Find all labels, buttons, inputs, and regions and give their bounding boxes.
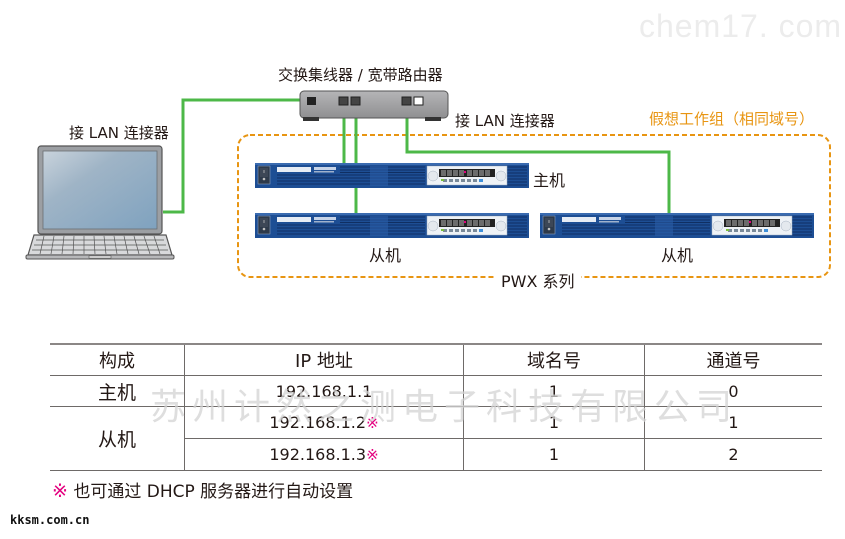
series-label: PWX 系列 — [495, 268, 581, 292]
ip-value: 192.168.1.1 — [275, 381, 373, 401]
cell-ip: 192.168.1.1 — [184, 375, 464, 407]
workgroup-label: 假想工作组（相同域号） — [649, 110, 815, 128]
psu-master — [254, 162, 530, 189]
ip-value: 192.168.1.3 — [269, 445, 367, 464]
master-label: 主机 — [533, 171, 566, 190]
slave-label-2: 从机 — [661, 246, 694, 265]
laptop — [25, 145, 175, 260]
switching-hub — [299, 90, 449, 121]
pc-lan-connector-label: 接 LAN 连接器 — [69, 124, 169, 142]
table-row: 192.168.1.3※ 1 2 — [50, 438, 822, 471]
watermark-site: kksm.com.cn — [10, 513, 90, 527]
slave-label-1: 从机 — [369, 246, 402, 265]
table-row: 从机 192.168.1.2※ 1 1 — [50, 406, 822, 471]
header-ip: IP 地址 — [184, 343, 464, 376]
dhcp-note-mark: ※ — [366, 414, 379, 432]
cell-ip: 192.168.1.2※ — [184, 406, 464, 439]
psu-slave-1 — [254, 212, 530, 239]
cell-role: 主机 — [50, 375, 185, 407]
role-value: 从机 — [97, 429, 136, 451]
psu-slave-2 — [539, 212, 815, 239]
cell-role: 从机 — [50, 406, 185, 471]
workgroup-boundary — [237, 134, 831, 278]
network-diagram — [25, 90, 831, 278]
cell-channel: 2 — [644, 438, 822, 471]
cell-channel: 0 — [644, 375, 822, 407]
cell-channel: 1 — [644, 406, 822, 439]
footnote-text: 也可通过 DHCP 服务器进行自动设置 — [73, 482, 354, 502]
footnote-mark: ※ — [52, 480, 68, 502]
cell-domain: 1 — [463, 406, 645, 439]
header-domain: 域名号 — [463, 343, 645, 376]
dhcp-footnote: ※ 也可通过 DHCP 服务器进行自动设置 — [52, 477, 353, 502]
cable-hub-slave2 — [405, 104, 671, 214]
dhcp-note-mark: ※ — [366, 446, 379, 464]
config-table: 构成 IP 地址 域名号 通道号 主机 192.168.1.1 1 0 从机 1… — [50, 343, 822, 471]
cell-domain: 1 — [463, 438, 645, 471]
header-role: 构成 — [50, 343, 185, 376]
device-lan-connector-label: 接 LAN 连接器 — [455, 112, 555, 130]
header-channel: 通道号 — [644, 343, 822, 376]
ip-value: 192.168.1.2 — [269, 413, 367, 432]
cable-pc-hub — [163, 98, 302, 214]
watermark-chem17: chem17. com — [639, 8, 843, 44]
table-row: 主机 192.168.1.1 1 0 — [50, 375, 822, 407]
cell-domain: 1 — [463, 375, 645, 407]
hub-label: 交换集线器 / 宽带路由器 — [278, 66, 443, 84]
table-header-row: 构成 IP 地址 域名号 通道号 — [50, 343, 822, 376]
cell-ip: 192.168.1.3※ — [184, 438, 464, 471]
